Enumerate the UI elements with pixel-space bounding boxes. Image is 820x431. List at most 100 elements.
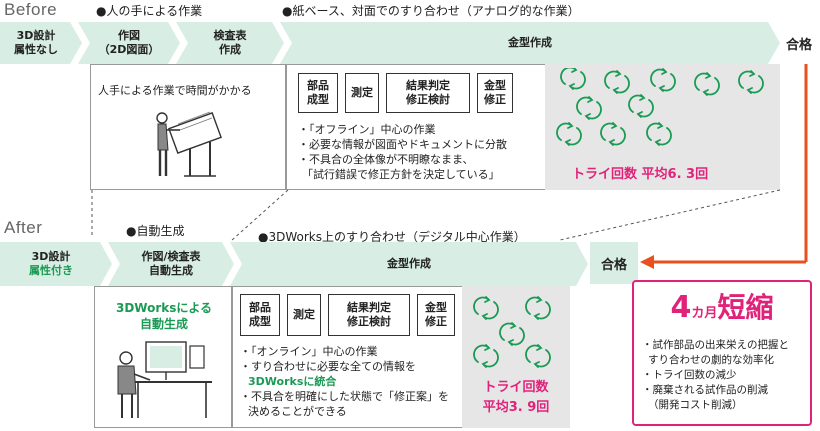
- step-mold-fix-after: 金型修正: [417, 294, 455, 336]
- chevron-drawing-after: 作図/検査表自動生成: [108, 242, 234, 286]
- result-item: ・廃棄される試作品の削減: [642, 384, 768, 396]
- chevron-sublabel: （2D図面）: [98, 43, 160, 56]
- bullet-clear-defects: ・不具合を明確にした状態で「修正案」を: [240, 390, 449, 403]
- annotation-manual: ●人の手による作業: [96, 4, 203, 18]
- step-part-molding-before: 部品成型: [298, 73, 338, 113]
- annotation-auto: ●自動生成: [126, 224, 185, 238]
- trials-value: 平均3. 9回: [482, 400, 550, 415]
- chevron-label: 検査表: [213, 28, 247, 42]
- chevron-label: 金型作成: [387, 256, 431, 270]
- trials-panel-after: [462, 286, 570, 428]
- chevron-drawing-before: 作図（2D図面）: [78, 22, 180, 64]
- step-label: 測定: [293, 307, 315, 321]
- result-item: ・試作部品の出来栄えの把握と: [642, 339, 789, 351]
- cycle-icon: [600, 122, 626, 146]
- result-list: ・試作部品の出来栄えの把握と すり合わせの劇的な効率化 ・トライ回数の減少 ・廃…: [642, 338, 789, 413]
- trials-after: トライ回数 平均3. 9回: [466, 378, 566, 418]
- step-label: 成型: [249, 315, 271, 328]
- step-label: 金型: [425, 300, 447, 314]
- chevron-sublabel: 自動生成: [149, 264, 193, 277]
- step-label: 成型: [307, 93, 329, 106]
- bullet-online: ・「オンライン」中心の作業: [240, 345, 378, 358]
- step-label: 結果判定: [347, 300, 391, 314]
- cycle-icon: [525, 296, 551, 320]
- step-label: 部品: [249, 300, 271, 314]
- auto-caption-line: 自動生成: [139, 317, 188, 331]
- chevron-label: 作図: [117, 28, 140, 42]
- result-headline: 4カ月短縮: [634, 286, 810, 326]
- result-item: ・トライ回数の減少: [642, 369, 737, 381]
- bullet-3dworks-integrated: 3DWorksに統合: [248, 375, 337, 388]
- chevron-mold-before: 金型作成: [280, 22, 780, 64]
- auto-caption: 3DWorksによる 自動生成: [104, 300, 224, 332]
- arrow-head: [640, 255, 654, 269]
- cycle-icon: [499, 322, 525, 346]
- step-measure-after: 測定: [287, 294, 321, 336]
- cycle-icon: [473, 344, 499, 368]
- cycle-icon: [556, 122, 582, 146]
- chevron-sublabel: 属性付き: [29, 264, 73, 277]
- cycle-icon: [560, 68, 586, 90]
- bullet-scattered-info: ・必要な情報が図面やドキュメントに分散: [298, 138, 507, 151]
- step-label: 修正: [425, 315, 447, 328]
- trials-label: トライ回数: [483, 380, 549, 395]
- step-judge-after: 結果判定修正検討: [328, 294, 410, 336]
- chevron-sublabel: 作成: [219, 43, 241, 56]
- computer-worker-illustration: [117, 341, 212, 418]
- step-measure-before: 測定: [345, 73, 379, 113]
- cycle-icon: [694, 72, 720, 96]
- step-label: 修正検討: [347, 315, 391, 328]
- chevron-label: 3D設計: [16, 28, 56, 42]
- step-judge-before: 結果判定修正検討: [386, 73, 470, 113]
- step-label: 測定: [351, 85, 373, 99]
- chevron-label: 3D設計: [31, 249, 71, 263]
- cycle-arrows-before: [556, 68, 764, 146]
- step-label: 結果判定: [406, 78, 450, 92]
- pass-after: 合格: [590, 242, 638, 284]
- step-label: 部品: [307, 78, 329, 92]
- pass-before: 合格: [785, 37, 812, 53]
- bullet-unclear-defects: ・不具合の全体像が不明瞭なまま、: [298, 153, 474, 166]
- step-part-molding-after: 部品成型: [240, 294, 280, 336]
- manual-panel: [90, 64, 286, 190]
- result-item: （開発コスト削減）: [648, 399, 743, 411]
- cycle-icon: [646, 122, 672, 146]
- chevron-mold-after: 金型作成: [230, 242, 588, 286]
- annotation-paper-based: ●紙ベース、対面でのすり合わせ（アナログ的な作業）: [282, 4, 580, 18]
- auto-caption-line: 3DWorksによる: [115, 301, 213, 315]
- cycle-arrows-after: [473, 296, 551, 368]
- chevron-label: 金型作成: [508, 35, 552, 49]
- cycle-icon: [604, 70, 630, 94]
- bullet-decide-fix: 決めることができる: [248, 405, 347, 418]
- manual-caption: 人手による作業で時間がかかる: [98, 84, 252, 97]
- step-label: 金型: [484, 78, 506, 92]
- cycle-icon: [650, 68, 676, 92]
- after-label: After: [4, 218, 43, 237]
- cycle-icon: [628, 94, 654, 118]
- result-box: 4カ月短縮 ・試作部品の出来栄えの把握と すり合わせの劇的な効率化 ・トライ回数…: [632, 280, 812, 426]
- chevron-sublabel: 属性なし: [14, 43, 58, 56]
- annotation-digital: ●3DWorks上のすり合わせ（デジタル中心作業）: [258, 230, 526, 244]
- result-word: 短縮: [717, 291, 774, 324]
- step-mold-fix-before: 金型修正: [477, 73, 513, 113]
- step-label: 修正: [484, 93, 506, 106]
- result-item: すり合わせの劇的な効率化: [648, 354, 774, 366]
- trials-before: トライ回数 平均6. 3回: [572, 167, 709, 182]
- cycle-icon: [525, 344, 551, 368]
- before-label: Before: [4, 0, 58, 19]
- step-label: 修正検討: [406, 93, 450, 106]
- cycle-icon: [473, 296, 499, 320]
- cycle-icon: [576, 96, 602, 120]
- result-unit: カ月: [691, 306, 718, 321]
- chevron-label: 作図/検査表: [141, 249, 201, 263]
- chevron-3d-design-before: 3D設計属性なし: [0, 22, 82, 64]
- chevron-3d-design-after: 3D設計属性付き: [0, 242, 112, 286]
- chevron-inspection-before: 検査表作成: [176, 22, 284, 64]
- bullet-all-info: ・すり合わせに必要な全ての情報を: [240, 360, 416, 373]
- drafting-worker-illustration: [156, 111, 222, 177]
- bullet-trial-and-error: 「試行錯誤で修正方針を決定している」: [302, 168, 500, 181]
- cycle-icon: [738, 70, 764, 94]
- bullet-offline: ・「オフライン」中心の作業: [298, 123, 436, 136]
- result-number: 4: [670, 290, 692, 325]
